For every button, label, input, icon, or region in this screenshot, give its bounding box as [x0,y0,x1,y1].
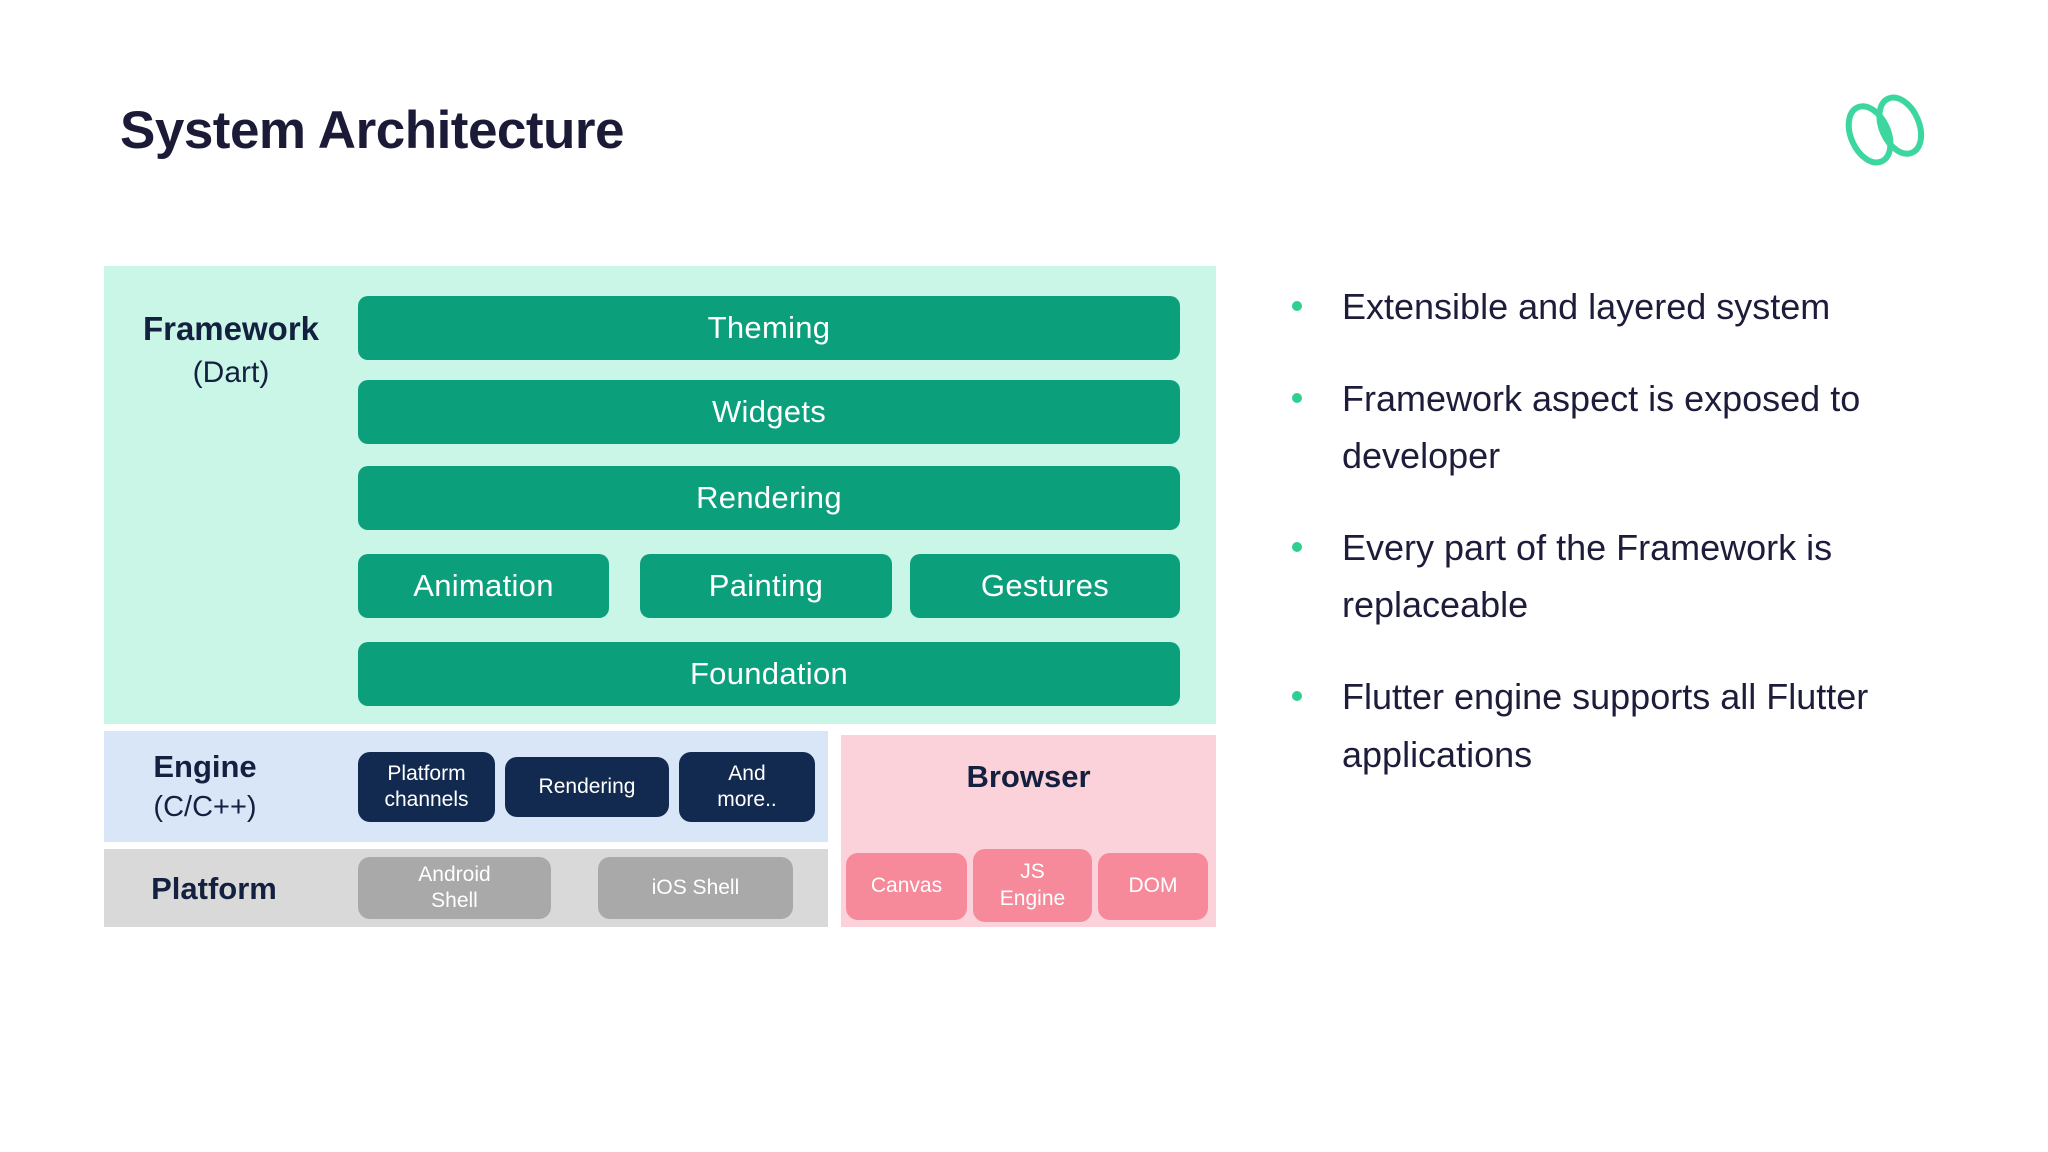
bar-animation: Animation [358,554,609,618]
framework-label-sublabel: (Dart) [192,356,270,389]
platform-box-ios-shell: iOS Shell [598,857,793,919]
browser-box-canvas: Canvas [846,853,967,920]
bar-painting: Painting [640,554,892,618]
browser-box-dom: DOM [1098,853,1208,920]
list-item: Flutter engine supports all Flutter appl… [1292,668,2008,783]
engine-label-title: Engine [153,749,257,784]
browser-label-title: Browser [966,759,1091,794]
platform-label: Platform [104,871,324,907]
framework-label-title: Framework [142,310,320,347]
bullet-dot-icon [1292,392,1302,403]
engine-box-and-more: And more.. [679,752,815,822]
bullet-dot-icon [1292,301,1302,311]
loop-logo-icon [1845,94,1925,166]
engine-label-sublabel: (C/C++) [153,791,257,823]
list-item: Framework aspect is exposed to developer [1292,370,2008,485]
framework-label: Framework (Dart) [104,310,358,390]
bullet-list: Extensible and layered system Framework … [1292,278,2008,817]
bullet-text: Every part of the Framework is replaceab… [1342,526,1833,626]
bullet-text: Flutter engine supports all Flutter appl… [1342,675,1869,775]
browser-label: Browser [841,759,1216,795]
bullet-dot-icon [1292,541,1302,552]
list-item: Every part of the Framework is replaceab… [1292,519,2008,634]
bar-gestures: Gestures [910,554,1180,618]
bullet-text: Framework aspect is exposed to developer [1342,377,1861,477]
browser-block: Browser Canvas JS Engine DOM [841,735,1216,927]
engine-label: Engine (C/C++) [130,749,280,824]
bar-foundation: Foundation [358,642,1180,706]
bar-theming: Theming [358,296,1180,360]
platform-box-android-shell: Android Shell [358,857,551,919]
browser-box-js-engine: JS Engine [973,849,1092,922]
engine-box-platform-channels: Platform channels [358,752,495,822]
bullet-text: Extensible and layered system [1342,286,1831,327]
platform-label-title: Platform [151,871,277,906]
framework-layer: Framework (Dart) Theming Widgets Renderi… [104,266,1216,724]
bar-rendering: Rendering [358,466,1180,530]
list-item: Extensible and layered system [1292,278,2008,336]
engine-box-rendering: Rendering [505,757,669,817]
bullet-dot-icon [1292,690,1302,701]
page-title: System Architecture [120,101,625,160]
bar-widgets: Widgets [358,380,1180,444]
engine-layer: Engine (C/C++) Platform channels Renderi… [104,731,828,842]
platform-layer: Platform Android Shell iOS Shell [104,849,828,927]
